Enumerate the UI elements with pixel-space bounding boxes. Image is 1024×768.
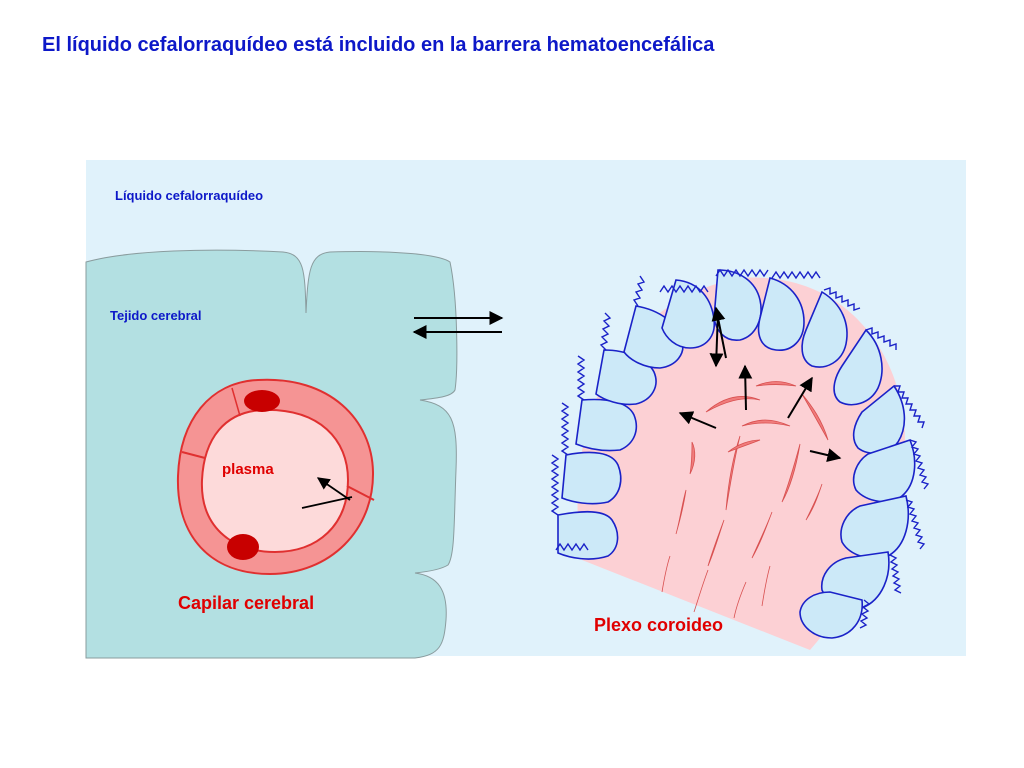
epithelial-cell — [561, 451, 622, 505]
secretion-arrow — [678, 411, 717, 429]
capillary-transport-arrow — [301, 496, 353, 509]
epithelial-cell — [575, 398, 638, 452]
page-title: El líquido cefalorraquídeo está incluido… — [42, 34, 715, 56]
secretion-arrow — [787, 376, 813, 419]
epithelial-cell — [757, 277, 805, 351]
endothelial-junction — [231, 387, 241, 417]
brain-tissue-label: Tejido cerebral — [110, 308, 202, 323]
plexus-fibroblasts — [661, 381, 829, 619]
epithelial-cell — [713, 269, 762, 341]
epithelial-cell — [661, 279, 715, 349]
plexus-epithelium — [557, 269, 916, 639]
endothelial-junction — [181, 451, 206, 459]
epithelial-cell — [801, 290, 848, 368]
exchange-arrows — [412, 311, 504, 339]
secretion-arrow — [738, 364, 753, 411]
csf-label: Líquido cefalorraquídeo — [115, 188, 263, 203]
endothelial-junction — [346, 485, 375, 501]
capillary-label: Capilar cerebral — [178, 593, 314, 613]
endothelial-nucleus — [244, 390, 280, 412]
capillary-transport-arrow — [316, 477, 351, 501]
plexus-stroma — [577, 277, 905, 650]
secretion-arrow — [809, 448, 842, 462]
plasma-label: plasma — [222, 461, 274, 478]
epithelial-cell — [557, 510, 619, 560]
epithelial-cell — [799, 591, 863, 639]
plexus-microvilli — [550, 268, 930, 629]
capillary-lumen — [200, 408, 350, 554]
brain-capillary — [176, 378, 375, 576]
choroid-plexus — [550, 268, 930, 650]
endothelial-nucleus — [227, 534, 259, 560]
epithelial-cell — [833, 328, 883, 406]
secretion-arrow — [709, 311, 724, 368]
choroid-plexus-label: Plexo coroideo — [594, 615, 723, 635]
secretion-arrows — [678, 306, 842, 462]
